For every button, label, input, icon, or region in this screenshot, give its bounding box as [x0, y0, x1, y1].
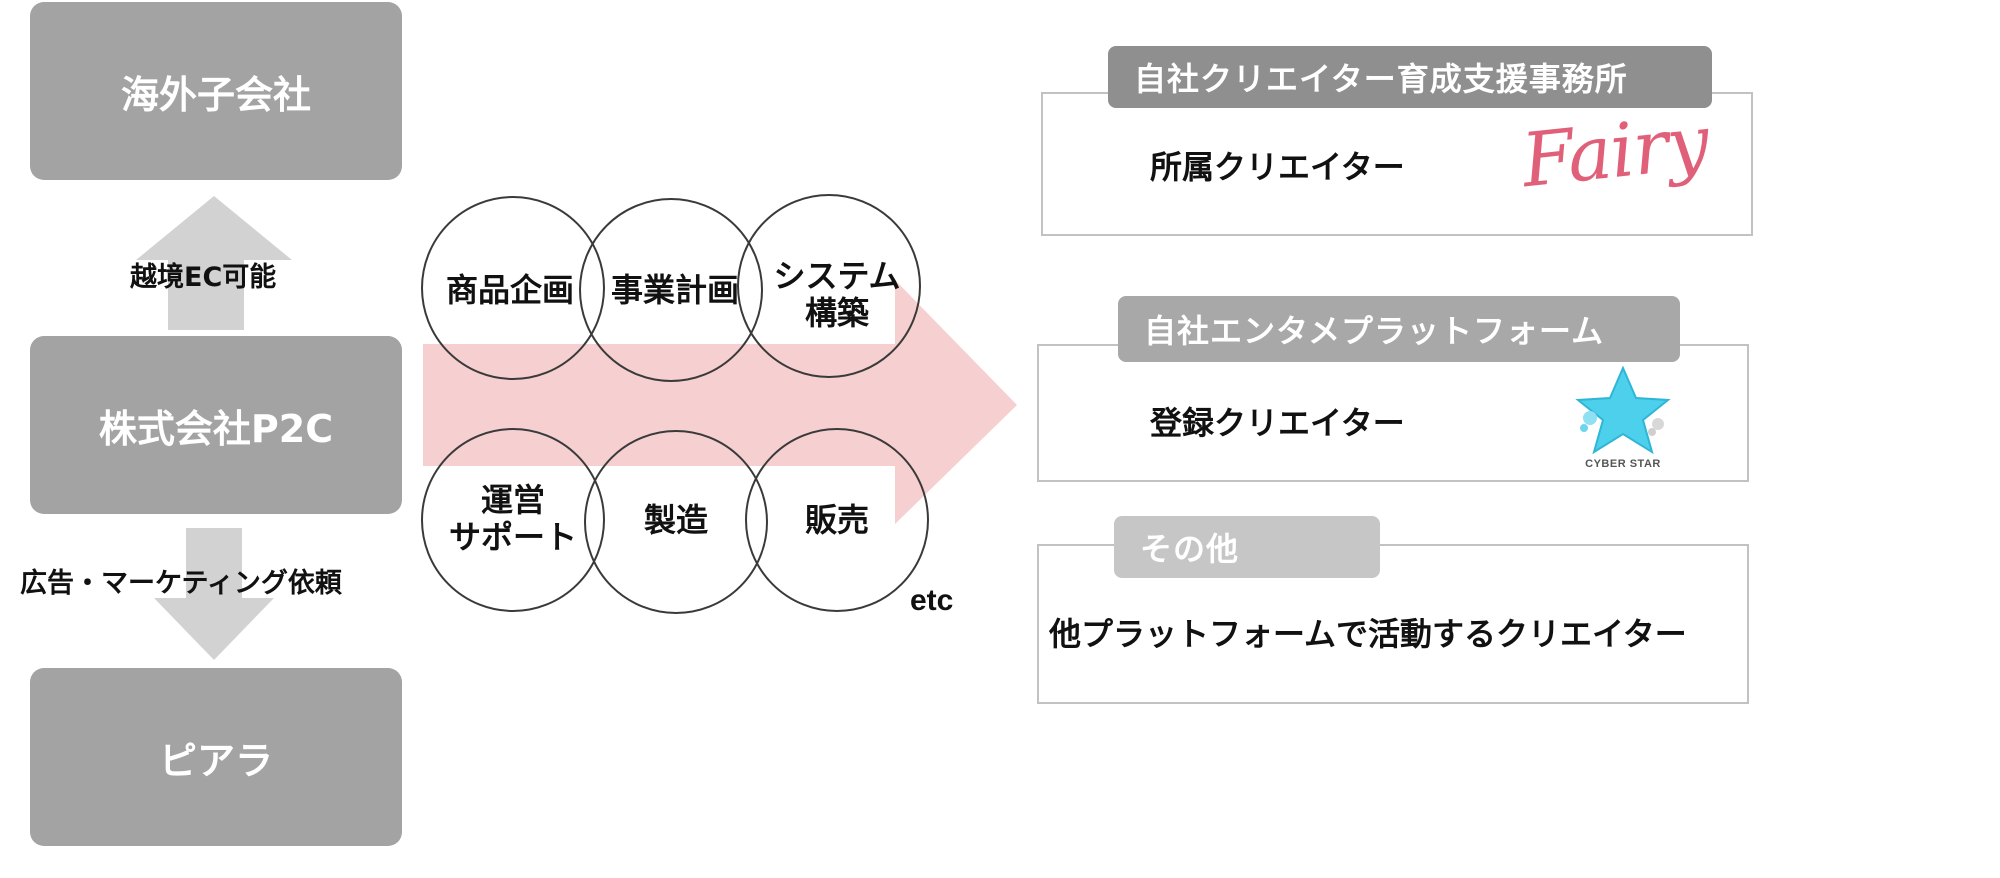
- tab-entertainment-platform: 自社エンタメプラットフォーム: [1118, 296, 1680, 362]
- p2c-company-label: 株式会社P2C: [98, 406, 334, 451]
- down-arrow: [154, 528, 274, 660]
- tab-creator-agency: 自社クリエイター育成支援事務所: [1108, 46, 1712, 108]
- circle-text-operation-support: 運営 サポート: [448, 481, 577, 556]
- circle-text-sales: 販売: [804, 501, 869, 539]
- other-platform-creators-text: 他プラットフォームで活動するクリエイター: [1049, 615, 1687, 653]
- star-icon: [1575, 366, 1671, 455]
- tab-other: その他: [1114, 516, 1380, 578]
- registered-creators-text: 登録クリエイター: [1150, 404, 1405, 442]
- circle-text-manufacturing: 製造: [643, 501, 708, 539]
- p2c-company-box: 株式会社P2C: [30, 336, 402, 514]
- circle-text-product-planning: 商品企画: [445, 271, 574, 309]
- fairy-logo: Fairy: [1518, 99, 1713, 205]
- ad-marketing-request-label: 広告・マーケティング依頼: [20, 568, 342, 599]
- piala-box: ピアラ: [30, 668, 402, 846]
- circle-text-system-building: システム 構築: [773, 257, 901, 332]
- etc-label: etc: [910, 584, 954, 617]
- cyber-star-label: CYBER STAR: [1585, 458, 1661, 470]
- circle-system-building: [737, 194, 921, 378]
- overseas-subsidiary-label: 海外子会社: [120, 72, 311, 117]
- panel-creator-agency: [1041, 92, 1753, 236]
- overseas-subsidiary-box: 海外子会社: [30, 2, 402, 180]
- cross-border-ec-label: 越境EC可能: [130, 262, 277, 293]
- affiliated-creators-text: 所属クリエイター: [1150, 148, 1405, 186]
- up-arrow: [136, 196, 292, 660]
- piala-label: ピアラ: [158, 738, 273, 783]
- circle-text-business-planning: 事業計画: [610, 271, 739, 309]
- circle-sales: [745, 428, 929, 612]
- cyber-star-logo: CYBER STAR: [1568, 366, 1678, 476]
